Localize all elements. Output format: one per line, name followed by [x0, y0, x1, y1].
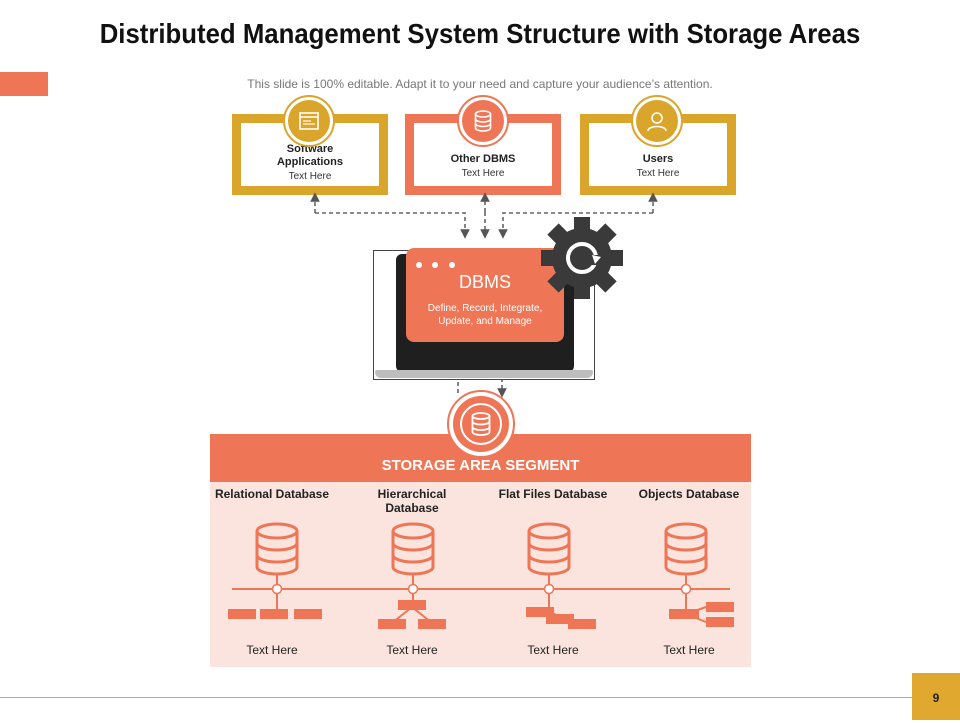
user-icon: [647, 112, 667, 132]
software-icon-badge: [283, 95, 335, 147]
dbms-panel: DBMS Define, Record, Integrate, Update, …: [406, 248, 564, 342]
box-sub: Text Here: [288, 171, 332, 182]
page-title: Distributed Management System Structure …: [99, 18, 861, 49]
column-footer-relational: Text Here: [246, 643, 298, 657]
database-icon: [391, 522, 435, 576]
box-label: Other DBMS: [450, 153, 516, 165]
column-title-objects: Objects Database: [638, 487, 740, 501]
dbms-description: Define, Record, Integrate, Update, and M…: [427, 303, 543, 327]
page-number: 9: [912, 673, 960, 720]
dbms-title: DBMS: [458, 272, 511, 292]
gear-refresh-icon: [541, 217, 623, 299]
database-icon: [474, 110, 492, 132]
column-footer-hierarchical: Text Here: [386, 643, 438, 657]
window-dots: [416, 255, 455, 273]
accent-bar: [0, 72, 48, 96]
storage-icon-badge: [447, 390, 515, 458]
database-icon: [255, 522, 299, 576]
column-title-hierarchical: Hierarchical Database: [377, 487, 447, 515]
laptop-base: [375, 370, 593, 378]
browser-window-icon: [299, 112, 319, 130]
users-icon-badge: [631, 95, 683, 147]
column-footer-flat-files: Text Here: [527, 643, 579, 657]
subtitle: This slide is 100% editable. Adapt it to…: [247, 77, 713, 91]
column-title-flat-files: Flat Files Database: [498, 487, 608, 501]
other-dbms-icon-badge: [457, 95, 509, 147]
box-label: Users: [642, 153, 674, 165]
footer-line: [0, 697, 912, 698]
database-icon: [471, 412, 491, 436]
column-title-relational: Relational Database: [214, 487, 330, 501]
column-footer-objects: Text Here: [663, 643, 715, 657]
database-icon: [664, 522, 708, 576]
box-sub: Text Here: [461, 168, 505, 179]
box-label: Software Applications: [276, 143, 343, 168]
database-icon: [527, 522, 571, 576]
box-sub: Text Here: [636, 168, 680, 179]
